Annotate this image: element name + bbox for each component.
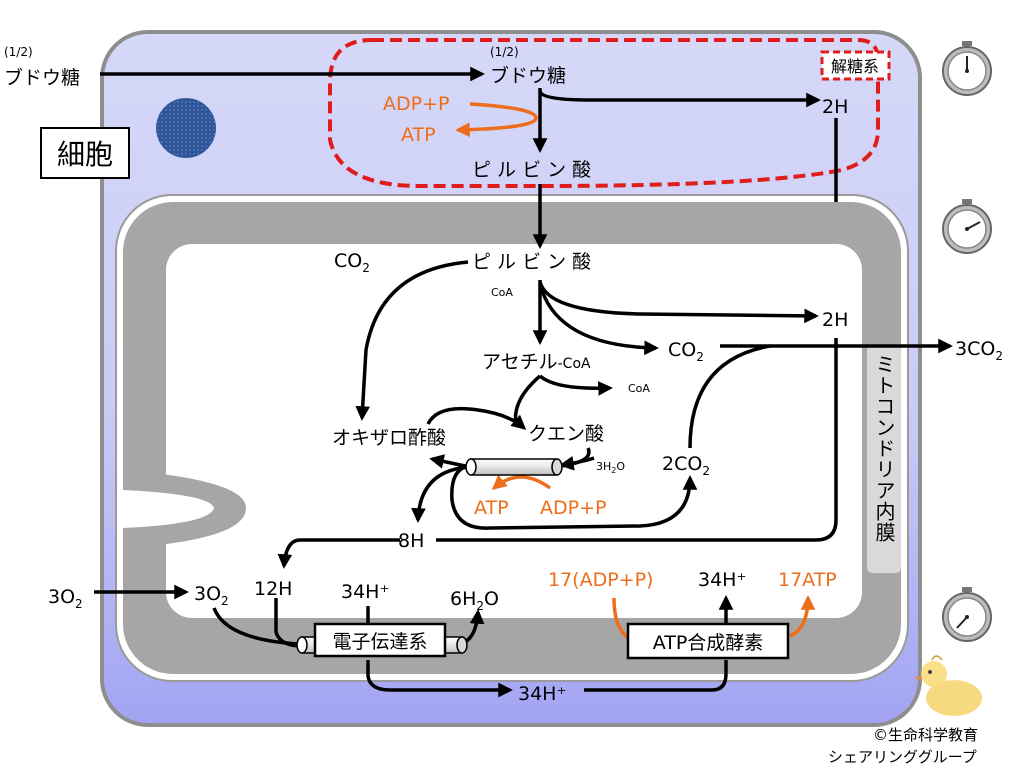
co2-mid: CO2 [668, 339, 704, 364]
chick-logo-icon [914, 655, 982, 716]
cell-label: 細胞 [57, 138, 113, 171]
line-proton-synthase [584, 660, 728, 692]
arrow-acetyl-coa [538, 374, 613, 396]
arrow-pyruvate-co2 [538, 283, 659, 356]
membrane-label-box [867, 345, 901, 573]
pyruvate-mitochondria: ピ ル ビ ン 酸 [472, 251, 591, 273]
arrow-oxalo-citrate [426, 406, 527, 430]
mitochondrial-matrix [166, 244, 862, 618]
co2-cycle: 2CO2 [662, 453, 710, 478]
proton-34-synthase: 34H⁺ [698, 569, 747, 591]
o2-inside: 3O2 [194, 583, 229, 608]
glucose-inside: ブドウ糖 [490, 64, 566, 87]
adp-p-cycle: ADP+P [540, 497, 606, 519]
glycolysis-label-box [820, 50, 891, 81]
cell-label-box: 細胞 [40, 127, 130, 179]
water-output: 6H2O [450, 588, 499, 613]
atp-glycolysis: ATP [401, 124, 436, 146]
oxaloacetate: オキザロ酢酸 [332, 427, 446, 449]
etc-label: 電子伝達系 [332, 631, 427, 653]
membrane-label: ミトコンドリア内膜 [872, 354, 896, 543]
stopwatch-icon [942, 587, 992, 642]
arrow-water-cycle [559, 455, 595, 471]
hydrogen-8: 8H [398, 530, 424, 552]
copyright-line1: ©生命科学教育 [873, 726, 978, 744]
flow-arrows [94, 66, 953, 698]
atp-synthase-box [626, 622, 790, 660]
co2-input: CO2 [334, 250, 370, 275]
etc-box [313, 622, 447, 658]
arrow-acetyl-citrate [513, 374, 542, 425]
pyruvate-cytoplasm: ピ ル ビ ン 酸 [472, 159, 591, 181]
arrow-glyco-2h [538, 90, 821, 108]
arrow-etc-proton [366, 660, 513, 698]
arrow-cycle-2co2 [450, 464, 698, 530]
arrow-pyruvate-2h [538, 281, 819, 324]
arrow-adp-atp-cycle [491, 474, 552, 490]
atp-cycle: ATP [474, 497, 509, 519]
arrow-co2-oxalo [355, 260, 469, 421]
coa-released: CoA [628, 382, 650, 395]
glycolysis-label: 解糖系 [831, 57, 879, 76]
adp-p-17: 17(ADP+P) [548, 569, 653, 591]
o2-outside: 3O2 [48, 586, 83, 611]
copyright-line2: シェアリンググループ [828, 748, 977, 766]
arrow-synthase-atp [789, 595, 816, 638]
proton-34-intermembrane: 34H⁺ [518, 683, 567, 705]
glycolysis-boundary [328, 38, 880, 188]
glucose-outside-coef: (1/2) [4, 45, 33, 59]
line-2h-8h [436, 338, 838, 542]
co2-output: 3CO2 [955, 338, 1003, 363]
hydrogen-link: 2H [822, 309, 848, 331]
acetyl-coa: アセチル-CoA [482, 351, 591, 373]
line-2co2-co2 [688, 344, 771, 449]
glucose-outside: ブドウ糖 [4, 66, 80, 89]
glucose-inside-coef: (1/2) [490, 45, 519, 59]
water-input: 3H2O [596, 460, 625, 475]
coa-label: CoA [491, 286, 513, 299]
atp-synthase-label: ATP合成酵素 [653, 632, 764, 654]
hydrogen-12: 12H [254, 578, 292, 600]
nucleus [156, 98, 216, 158]
atp-17: 17ATP [778, 569, 837, 591]
hydrogen-glycolysis: 2H [822, 96, 848, 118]
arrow-8h-12h [277, 538, 400, 569]
adp-p-glycolysis: ADP+P [383, 93, 449, 115]
stopwatch-icon [942, 199, 992, 254]
cycle-cylinder [465, 458, 563, 476]
arrow-adp-atp-glyco [455, 102, 538, 138]
citrate: クエン酸 [528, 423, 604, 445]
crista-lumen [123, 490, 214, 528]
stopwatch-icon [942, 41, 992, 96]
proton-34-etc: 34H⁺ [341, 581, 390, 603]
